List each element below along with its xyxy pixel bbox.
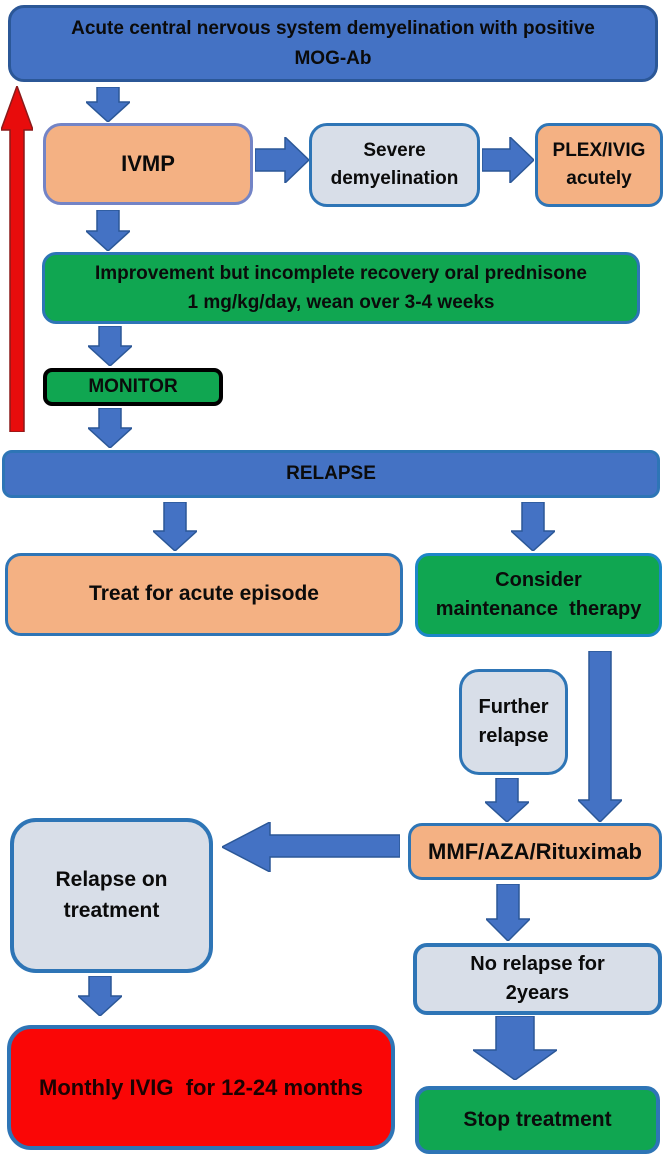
node-mmf-aza-rituximab: MMF/AZA/Rituximab [408, 823, 662, 880]
arrow-right-ivmp-to-severe-icon [255, 137, 309, 183]
node-further-relapse: Further relapse [459, 669, 568, 775]
arrow-down-relapse-on-treatment-to-ivig-icon [78, 976, 122, 1016]
node-stop-treatment: Stop treatment [415, 1086, 660, 1154]
node-relapse-on-treatment: Relapse on treatment [10, 818, 213, 973]
arrow-down-top-to-ivmp-icon [86, 87, 130, 122]
node-acute-demyelination: Acute central nervous system demyelinati… [8, 5, 658, 82]
node-treat-acute-episode: Treat for acute episode [5, 553, 403, 636]
node-relapse: RELAPSE [2, 450, 660, 498]
arrow-left-mmf-to-relapse-on-treatment-icon [222, 822, 400, 872]
arrow-down-relapse-to-treat-icon [153, 502, 197, 551]
arrow-down-further-relapse-to-mmf-icon [485, 778, 529, 822]
arrow-down-prednisone-to-monitor-icon [88, 326, 132, 366]
node-monthly-ivig: Monthly IVIG for 12-24 months [7, 1025, 395, 1150]
arrow-down-ivmp-to-prednisone-icon [86, 210, 130, 251]
node-oral-prednisone: Improvement but incomplete recovery oral… [42, 252, 640, 324]
arrow-down-relapse-to-maintenance-icon [511, 502, 555, 551]
arrow-down-monitor-to-relapse-icon [88, 408, 132, 448]
arrow-down-no-relapse-to-stop-icon [473, 1016, 557, 1080]
node-no-relapse-2-years: No relapse for 2years [413, 943, 662, 1015]
node-severe-demyelination: Severe demyelination [309, 123, 480, 207]
red-up-arrow-relapse-feedback-icon [1, 86, 33, 432]
node-monitor: MONITOR [43, 368, 223, 406]
arrow-down-maintenance-to-mmf-icon [578, 651, 622, 822]
node-ivmp: IVMP [43, 123, 253, 205]
node-consider-maintenance-therapy: Consider maintenance therapy [415, 553, 662, 637]
node-plex-ivig-acutely: PLEX/IVIG acutely [535, 123, 663, 207]
arrow-down-mmf-to-no-relapse-icon [486, 884, 530, 941]
arrow-right-severe-to-plex-icon [482, 137, 534, 183]
